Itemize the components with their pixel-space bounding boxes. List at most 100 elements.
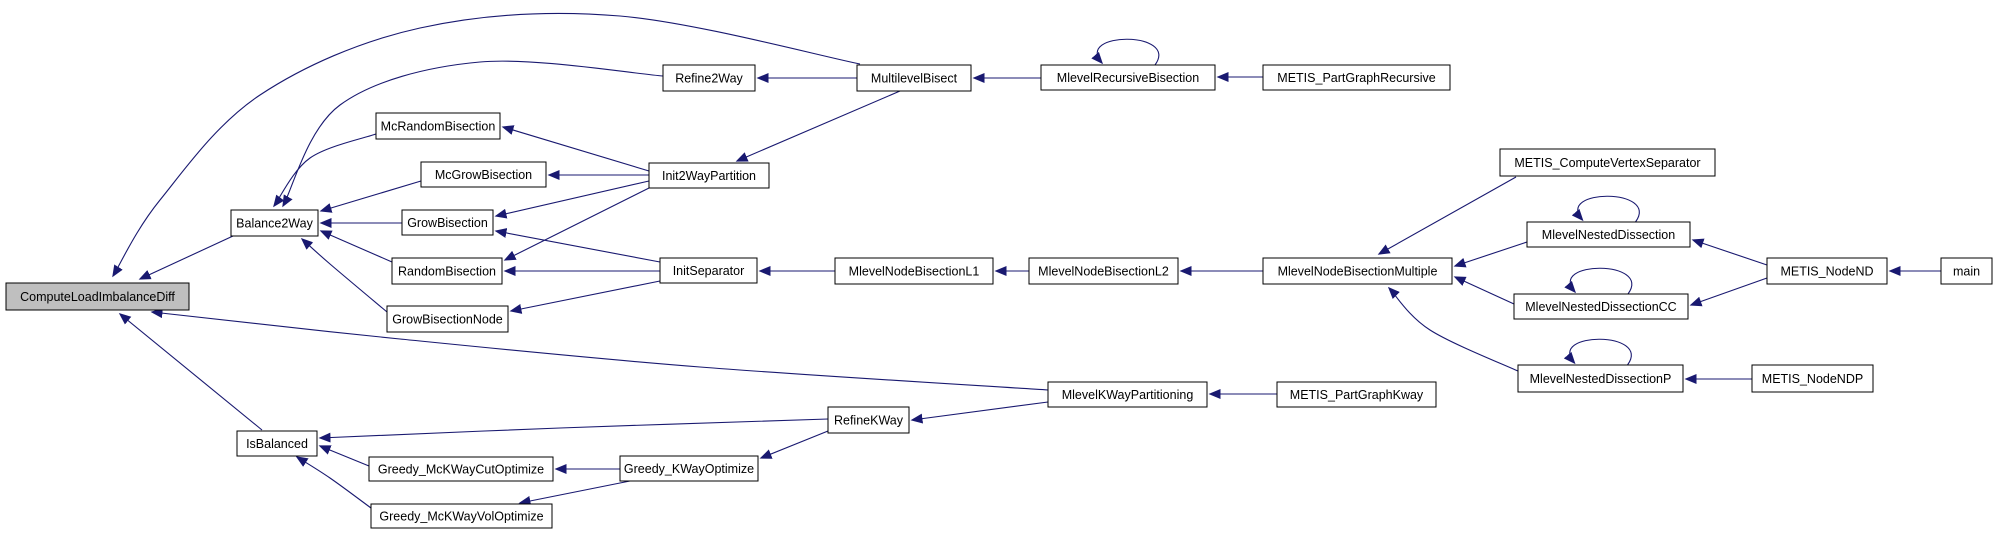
call-edge-Greedy_KWayOptimize-to-Greedy_McKWayVolOptimize [518,480,631,506]
self-loop-edge-MlevelNestedDissection [1571,195,1640,223]
node-box-MlevelRecursiveBisection[interactable] [1040,64,1216,91]
graph-node-MlevelRecursiveBisection[interactable]: MlevelRecursiveBisection [1040,64,1216,91]
call-edge-MlevelKWayPartitioning-to-ComputeLoadImbalanceDiff [150,308,1049,391]
node-box-METIS_NodeNDP[interactable] [1751,364,1874,393]
node-box-METIS_PartGraphRecursive[interactable] [1262,64,1451,91]
node-box-MlevelKWayPartitioning[interactable] [1047,381,1208,408]
node-box-GrowBisection[interactable] [401,209,494,236]
call-edge-MlevelKWayPartitioning-to-RefineKWay [910,401,1049,424]
node-label-main: main [1953,265,1980,279]
graph-node-Init2WayPartition[interactable]: Init2WayPartition [648,162,770,189]
call-edge-MultilevelBisect-to-ComputeLoadImbalanceDiff [112,12,861,278]
node-box-McRandomBisection[interactable] [375,112,501,140]
call-edge-RefineKWay-to-IsBalanced [318,418,829,443]
node-box-MlevelNodeBisectionMultiple[interactable] [1262,257,1453,285]
call-edge-Greedy_McKWayVolOptimize-to-IsBalanced [295,456,372,509]
node-label-GrowBisectionNode: GrowBisectionNode [392,313,503,327]
graph-node-METIS_PartGraphRecursive[interactable]: METIS_PartGraphRecursive [1262,64,1451,91]
graph-node-McGrowBisection[interactable]: McGrowBisection [420,161,547,188]
graph-node-METIS_ComputeVertexSeparator[interactable]: METIS_ComputeVertexSeparator [1499,148,1716,177]
graph-node-Refine2Way[interactable]: Refine2Way [662,64,756,92]
node-label-McGrowBisection: McGrowBisection [435,168,532,182]
node-label-McRandomBisection: McRandomBisection [381,120,496,134]
node-box-GrowBisectionNode[interactable] [386,305,509,333]
graph-node-MultilevelBisect[interactable]: MultilevelBisect [856,64,972,92]
node-box-Greedy_McKWayCutOptimize[interactable] [368,456,554,482]
node-box-MultilevelBisect[interactable] [856,64,972,92]
node-label-MultilevelBisect: MultilevelBisect [871,72,958,86]
graph-node-MlevelNodeBisectionMultiple[interactable]: MlevelNodeBisectionMultiple [1262,257,1453,285]
call-edge-InitSeparator-to-GrowBisectionNode [509,280,661,314]
call-edge-Init2WayPartition-to-McRandomBisection [501,125,650,172]
node-box-MlevelNodeBisectionL1[interactable] [834,257,994,285]
node-box-Greedy_McKWayVolOptimize[interactable] [370,503,553,529]
node-box-METIS_PartGraphKway[interactable] [1276,381,1437,408]
graph-node-GrowBisection[interactable]: GrowBisection [401,209,494,236]
call-edge-METIS_NodeND-to-MlevelNestedDissectionCC [1689,277,1768,307]
node-box-Balance2Way[interactable] [230,209,319,237]
graph-node-ComputeLoadImbalanceDiff: ComputeLoadImbalanceDiff [5,282,190,311]
node-box-IsBalanced[interactable] [236,430,318,457]
node-box-InitSeparator[interactable] [659,257,758,284]
call-edge-Refine2Way-to-Balance2Way [282,60,664,208]
node-box-RandomBisection[interactable] [391,257,503,285]
graph-node-IsBalanced[interactable]: IsBalanced [236,430,318,457]
call-edge-MlevelNestedDissection-to-MlevelNodeBisectionMultiple [1453,241,1528,268]
node-label-InitSeparator: InitSeparator [673,264,745,278]
node-box-METIS_NodeND[interactable] [1766,257,1888,285]
node-box-Greedy_KWayOptimize[interactable] [619,455,759,482]
graph-node-MlevelNodeBisectionL1[interactable]: MlevelNodeBisectionL1 [834,257,994,285]
node-label-METIS_NodeNDP: METIS_NodeNDP [1762,372,1863,386]
graph-node-Greedy_McKWayVolOptimize[interactable]: Greedy_McKWayVolOptimize [370,503,553,529]
node-box-MlevelNestedDissection[interactable] [1526,221,1691,248]
node-box-main[interactable] [1940,257,1993,285]
node-label-RefineKWay: RefineKWay [834,414,904,428]
graph-node-GrowBisectionNode[interactable]: GrowBisectionNode [386,305,509,333]
graph-node-MlevelNestedDissection[interactable]: MlevelNestedDissection [1526,221,1691,248]
graph-node-Greedy_KWayOptimize[interactable]: Greedy_KWayOptimize [619,455,759,482]
call-edge-METIS_NodeND-to-MlevelNestedDissection [1691,238,1768,266]
graph-node-METIS_PartGraphKway[interactable]: METIS_PartGraphKway [1276,381,1437,408]
graph-node-Balance2Way[interactable]: Balance2Way [230,209,319,237]
node-label-Balance2Way: Balance2Way [236,217,313,231]
graph-node-MlevelNestedDissectionP[interactable]: MlevelNestedDissectionP [1517,364,1684,393]
graph-node-METIS_NodeND[interactable]: METIS_NodeND [1766,257,1888,285]
graph-node-MlevelNestedDissectionCC[interactable]: MlevelNestedDissectionCC [1513,293,1689,320]
graph-node-RandomBisection[interactable]: RandomBisection [391,257,503,285]
node-box-ComputeLoadImbalanceDiff [5,282,190,311]
node-box-RefineKWay[interactable] [827,406,910,434]
graph-node-METIS_NodeNDP[interactable]: METIS_NodeNDP [1751,364,1874,393]
call-edge-InitSeparator-to-GrowBisection [494,228,661,263]
graph-node-Greedy_McKWayCutOptimize[interactable]: Greedy_McKWayCutOptimize [368,456,554,482]
node-label-Greedy_KWayOptimize: Greedy_KWayOptimize [624,462,754,476]
call-edge-Init2WayPartition-to-RandomBisection [503,187,650,261]
call-edge-RandomBisection-to-Balance2Way [319,230,393,263]
node-label-Init2WayPartition: Init2WayPartition [662,169,756,183]
node-label-MlevelNodeBisectionL2: MlevelNodeBisectionL2 [1038,265,1169,279]
node-box-Refine2Way[interactable] [662,64,756,92]
graph-node-MlevelNodeBisectionL2[interactable]: MlevelNodeBisectionL2 [1028,257,1179,285]
call-edge-RefineKWay-to-Greedy_KWayOptimize [759,430,829,459]
node-box-METIS_ComputeVertexSeparator[interactable] [1499,148,1716,177]
node-label-MlevelNestedDissectionP: MlevelNestedDissectionP [1530,372,1672,386]
node-label-METIS_NodeND: METIS_NodeND [1780,265,1873,279]
node-box-MlevelNodeBisectionL2[interactable] [1028,257,1179,285]
node-label-MlevelNodeBisectionL1: MlevelNodeBisectionL1 [849,265,980,279]
call-edge-Greedy_McKWayCutOptimize-to-IsBalanced [318,445,370,467]
node-layer: ComputeLoadImbalanceDiff Balance2Way McRan… [5,64,1993,529]
node-box-Init2WayPartition[interactable] [648,162,770,189]
graph-node-McRandomBisection[interactable]: McRandomBisection [375,112,501,140]
call-edge-McRandomBisection-to-Balance2Way [273,133,377,208]
graph-node-InitSeparator[interactable]: InitSeparator [659,257,758,284]
node-box-McGrowBisection[interactable] [420,161,547,188]
node-label-MlevelRecursiveBisection: MlevelRecursiveBisection [1057,71,1199,85]
node-label-IsBalanced: IsBalanced [246,437,308,451]
node-label-Greedy_McKWayVolOptimize: Greedy_McKWayVolOptimize [379,510,543,524]
graph-node-MlevelKWayPartitioning[interactable]: MlevelKWayPartitioning [1047,381,1208,408]
graph-node-main[interactable]: main [1940,257,1993,285]
node-box-MlevelNestedDissectionCC[interactable] [1513,293,1689,320]
call-edge-GrowBisectionNode-to-Balance2Way [300,238,388,313]
node-box-MlevelNestedDissectionP[interactable] [1517,364,1684,393]
node-label-MlevelKWayPartitioning: MlevelKWayPartitioning [1062,388,1194,402]
graph-node-RefineKWay[interactable]: RefineKWay [827,406,910,434]
